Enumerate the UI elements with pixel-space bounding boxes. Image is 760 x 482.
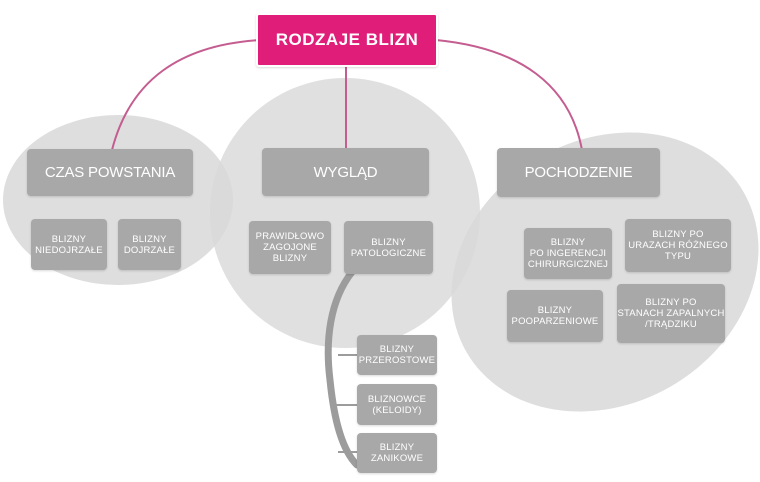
category-pochodzenie: POCHODZENIE <box>497 148 660 197</box>
connector-root-pochodzenie <box>435 39 583 151</box>
root-node: RODZAJE BLIZN <box>256 13 438 67</box>
connector-patologiczne-bracket <box>324 268 361 469</box>
leaf-blizny-patologiczne: BLIZNY PATOLOGICZNE <box>344 221 433 274</box>
category-wyglad: WYGLĄD <box>262 148 429 196</box>
leaf-po-stanach-zapalnych: BLIZNY PO STANACH ZAPALNYCH /TRĄDZIKU <box>617 284 725 343</box>
leaf-blizny-przerostowe: BLIZNY PRZEROSTOWE <box>357 335 437 375</box>
leaf-prawidlowo-zagojone: PRAWIDŁOWO ZAGOJONE BLIZNY <box>249 221 331 274</box>
leaf-bliznowce-keloidy: BLIZNOWCE (KELOIDY) <box>357 384 437 425</box>
category-czas-powstania: CZAS POWSTANIA <box>27 149 193 196</box>
leaf-pooparzeniowe: BLIZNY POOPARZENIOWE <box>507 290 603 342</box>
leaf-po-ingerencji-chirurgicznej: BLIZNY PO INGERENCJI CHIRURGICZNEJ <box>524 228 612 279</box>
leaf-blizny-zanikowe: BLIZNY ZANIKOWE <box>357 433 437 473</box>
leaf-blizny-niedojrzale: BLIZNY NIEDOJRZAŁE <box>31 219 107 270</box>
leaf-po-urazach: BLIZNY PO URAZACH RÓŻNEGO TYPU <box>625 219 731 272</box>
leaf-blizny-dojrzale: BLIZNY DOJRZAŁE <box>118 219 181 270</box>
group-wyglad <box>210 78 480 348</box>
connector-root-czas <box>111 39 261 151</box>
